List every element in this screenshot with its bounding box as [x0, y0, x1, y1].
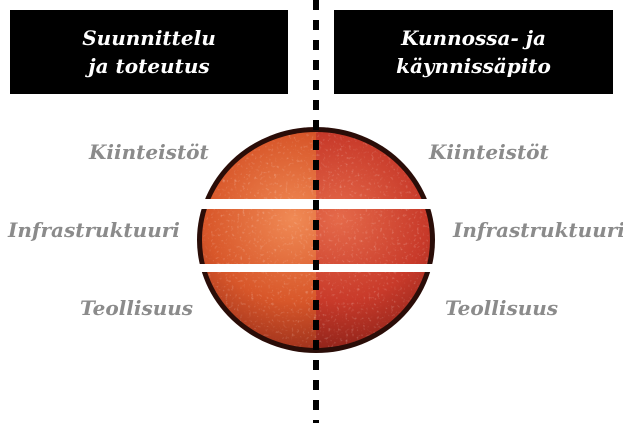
- left-label-teollisuus: Teollisuus: [80, 296, 193, 320]
- separator-band-top: [190, 199, 442, 209]
- disc-left-half: [202, 132, 430, 348]
- header-right-line2: käynnissäpito: [396, 52, 551, 80]
- right-label-infrastruktuuri: Infrastruktuuri: [453, 218, 623, 242]
- disc-right-half: [202, 132, 430, 348]
- header-left-line2: ja toteutus: [82, 52, 216, 80]
- disc-rim: [197, 127, 435, 353]
- header-right-line1: Kunnossa- ja: [396, 24, 551, 52]
- separator-band-bottom: [190, 264, 442, 272]
- left-label-kiinteistot: Kiinteistöt: [89, 140, 209, 164]
- right-label-kiinteistot: Kiinteistöt: [429, 140, 549, 164]
- header-maintenance: Kunnossa- ja käynnissäpito: [334, 10, 613, 94]
- left-label-infrastruktuuri: Infrastruktuuri: [8, 218, 180, 242]
- right-label-teollisuus: Teollisuus: [445, 296, 558, 320]
- header-design-construction: Suunnittelu ja toteutus: [10, 10, 288, 94]
- header-left-line1: Suunnittelu: [82, 24, 216, 52]
